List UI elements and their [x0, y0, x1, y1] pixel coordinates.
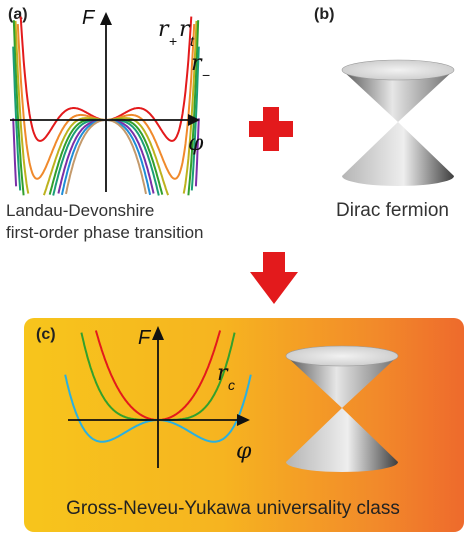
panel-a-caption: Landau-Devonshire first-order phase tran… [6, 200, 203, 244]
down-arrow-icon [250, 252, 298, 304]
label-r-t: r [179, 17, 191, 42]
panel-a-caption-line2: first-order phase transition [6, 223, 204, 242]
label-r-t-sub: t [190, 33, 195, 49]
panel-c-plot: F φ r c [64, 326, 252, 468]
panel-a-label: (a) [8, 6, 28, 23]
panel-c-dirac-cone-icon [285, 345, 399, 472]
panel-a-x-arrowhead [188, 114, 200, 126]
label-r-plus: r [158, 17, 170, 42]
panel-a-plot: F φ r + r t r − [10, 7, 210, 200]
panel-b-label: (b) [314, 6, 335, 23]
panel-a-caption-line1: Landau-Devonshire [6, 201, 155, 220]
panel-c-y-arrowhead [152, 326, 164, 340]
label-r-c-sub: c [228, 377, 235, 393]
label-r-minus: r [191, 51, 203, 76]
panel-c-x-arrowhead [237, 414, 250, 426]
label-r-minus-sub: − [202, 67, 210, 83]
panel-a-y-arrowhead [100, 12, 112, 25]
panel-b-caption: Dirac fermion [336, 200, 449, 221]
panel-c-x-label: φ [236, 439, 252, 464]
dirac-cone-icon [341, 59, 455, 186]
plus-icon [249, 107, 293, 151]
panel-c-label: (c) [36, 326, 56, 343]
label-r-plus-sub: + [169, 33, 177, 49]
panel-c-caption: Gross-Neveu-Yukawa universality class [66, 498, 400, 519]
panel-c-y-label: F [138, 327, 152, 349]
panel-a-x-label: φ [188, 131, 204, 156]
label-r-c: r [217, 361, 229, 386]
panel-a-y-label: F [82, 7, 96, 29]
